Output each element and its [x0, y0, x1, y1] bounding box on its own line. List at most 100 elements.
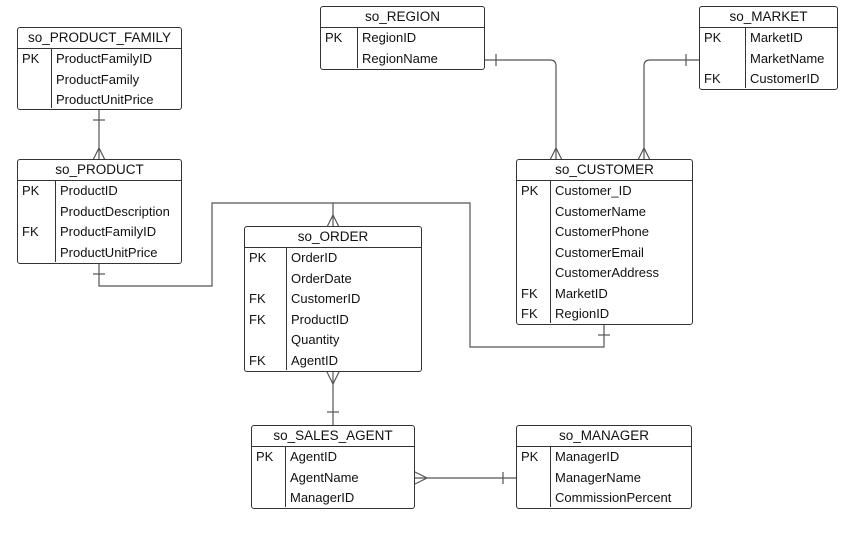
field-row: PK RegionID: [321, 28, 484, 49]
key-badge: PK: [704, 30, 722, 45]
field-row: CustomerEmail: [517, 243, 692, 264]
field-row: PK ProductFamilyID: [18, 49, 181, 70]
key-column-divider: [18, 181, 56, 262]
key-badge: PK: [249, 250, 267, 265]
key-badge: FK: [22, 224, 39, 239]
field-row: FK AgentID: [245, 351, 421, 372]
field-row: PK ManagerID: [517, 447, 691, 468]
relationship-market-customer: [643, 59, 700, 160]
key-badge: FK: [249, 291, 266, 306]
field-row: ManagerName: [517, 468, 691, 489]
relationship-region-customer: [485, 59, 557, 160]
field-row: CustomerName: [517, 202, 692, 223]
key-column-divider: [252, 447, 286, 507]
key-badge: FK: [249, 352, 266, 368]
key-badge: FK: [249, 311, 266, 327]
field-name: ProductFamily: [56, 71, 140, 87]
field-name: RegionID: [555, 306, 610, 321]
many-marker: [414, 471, 429, 485]
field-row: FK RegionID: [517, 304, 692, 324]
key-badge: PK: [22, 51, 40, 66]
entity-so-region: so_REGION PK RegionID RegionName: [320, 6, 485, 70]
key-column-divider: [700, 28, 746, 88]
field-name: AgentName: [290, 469, 359, 485]
key-column-divider: [245, 248, 287, 370]
field-name: OrderID: [291, 250, 338, 265]
field-row: ProductDescription: [18, 202, 181, 223]
many-marker: [637, 146, 651, 161]
field-name: ProductUnitPrice: [56, 92, 154, 107]
field-name: ManagerName: [555, 469, 641, 485]
field-name: ProductFamilyID: [60, 224, 157, 239]
field-row: PK OrderID: [245, 248, 421, 269]
field-name: CustomerID: [291, 291, 361, 306]
entity-title: so_MARKET: [700, 7, 837, 28]
field-name: ProductDescription: [60, 203, 170, 219]
field-name: ProductUnitPrice: [60, 244, 158, 260]
field-name: CustomerName: [555, 203, 647, 219]
relationship-product-order: [98, 202, 334, 287]
key-column-divider: [517, 181, 551, 323]
key-column-divider: [18, 49, 52, 108]
key-badge: PK: [22, 183, 40, 198]
field-name: Quantity: [291, 332, 340, 347]
many-marker: [326, 213, 340, 228]
key-badge: PK: [521, 449, 539, 464]
field-name: ManagerID: [290, 490, 355, 505]
field-name: AgentID: [290, 449, 337, 464]
field-name: MarketID: [750, 30, 803, 45]
field-name: MarketID: [555, 285, 608, 301]
field-row: CommissionPercent: [517, 488, 691, 508]
field-row: RegionName: [321, 49, 484, 70]
field-row: FK CustomerID: [245, 289, 421, 310]
field-row: CustomerPhone: [517, 222, 692, 243]
key-badge: PK: [325, 30, 343, 45]
field-name: RegionName: [362, 50, 438, 66]
field-name: RegionID: [362, 30, 417, 45]
field-name: CustomerID: [750, 71, 820, 86]
field-row: AgentName: [252, 468, 414, 489]
field-row: PK ProductID: [18, 181, 181, 202]
entity-title: so_CUSTOMER: [517, 160, 692, 181]
field-name: ProductFamilyID: [56, 51, 153, 66]
field-name: CustomerPhone: [555, 224, 649, 239]
field-name: ProductID: [60, 183, 118, 198]
entity-title: so_PRODUCT: [18, 160, 181, 181]
field-row: ProductUnitPrice: [18, 90, 181, 109]
field-name: ManagerID: [555, 449, 620, 464]
field-name: AgentID: [291, 352, 338, 368]
many-marker: [92, 146, 106, 161]
key-badge: FK: [521, 285, 538, 301]
field-name: CustomerEmail: [555, 244, 644, 260]
key-column-divider: [517, 447, 551, 507]
entity-title: so_REGION: [321, 7, 484, 28]
field-row: ManagerID: [252, 488, 414, 508]
field-row: OrderDate: [245, 269, 421, 290]
field-row: ProductUnitPrice: [18, 243, 181, 264]
field-row: CustomerAddress: [517, 263, 692, 284]
entity-title: so_ORDER: [245, 227, 421, 248]
key-badge: PK: [521, 183, 539, 198]
key-badge: FK: [521, 306, 538, 321]
entity-title: so_SALES_AGENT: [252, 426, 414, 447]
key-column-divider: [321, 28, 358, 68]
field-row: FK ProductFamilyID: [18, 222, 181, 243]
